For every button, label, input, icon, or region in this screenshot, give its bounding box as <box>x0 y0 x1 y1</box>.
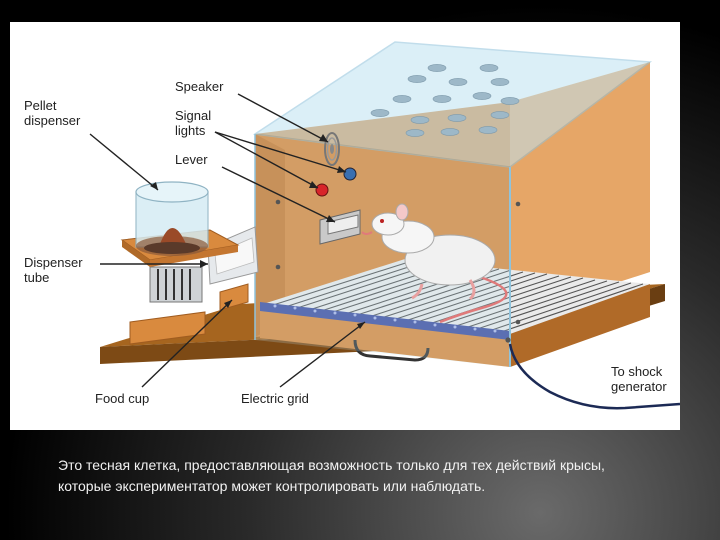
drawer-handle <box>353 339 430 362</box>
label-to-shock-generator: To shock generator <box>611 364 667 394</box>
skinner-box-illustration <box>89 41 680 410</box>
air-holes <box>370 64 520 137</box>
grid-bars <box>269 259 644 334</box>
signal-light-red <box>315 183 329 197</box>
label-leader-lines <box>89 93 366 388</box>
label-dispenser-tube: Dispenser tube <box>24 255 83 285</box>
label-lever: Lever <box>175 152 208 167</box>
label-food-cup: Food cup <box>95 391 150 406</box>
left-wall <box>255 134 285 337</box>
glass-top <box>252 41 653 168</box>
label-electric-grid: Electric grid <box>241 391 309 406</box>
label-signal-lights: Signal lights <box>175 108 212 138</box>
signal-light-blue <box>343 167 357 181</box>
rat <box>361 203 508 324</box>
label-pellet-dispenser: Pellet dispenser <box>24 98 81 128</box>
shock-cable <box>508 343 680 410</box>
slide-caption: Это тесная клетка, предоставляющая возмо… <box>58 457 605 494</box>
grid-rail <box>260 302 510 340</box>
front-panel <box>260 305 510 367</box>
label-speaker: Speaker <box>175 79 224 94</box>
skinner-box-figure: Speaker Pellet dispenser Signal lights L… <box>10 22 680 430</box>
speaker <box>324 132 340 166</box>
pellet-dispenser <box>120 181 240 303</box>
